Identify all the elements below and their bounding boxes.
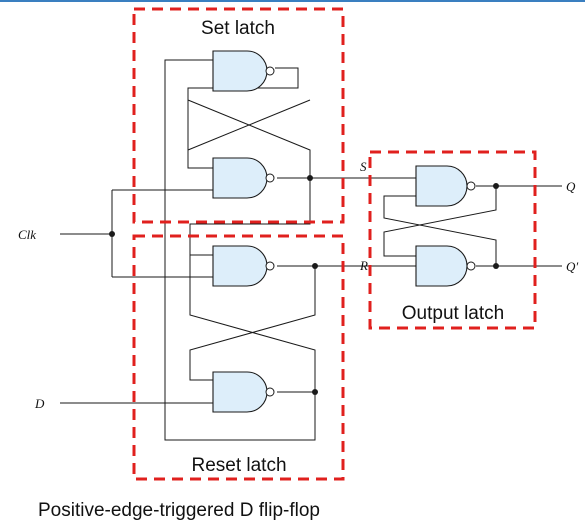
reset-latch-label: Reset latch — [191, 455, 286, 476]
nand-gate-output-top — [415, 165, 476, 207]
q-bar-label: Q′ — [566, 259, 578, 274]
set-latch-label: Set latch — [201, 18, 275, 39]
output-latch-label: Output latch — [402, 303, 504, 324]
r-label: R — [359, 258, 368, 273]
nand-gate-reset-bottom — [212, 371, 275, 413]
nand-gate-set-top — [212, 50, 275, 92]
clk-label: Clk — [18, 227, 36, 242]
output-latch-box — [368, 150, 537, 330]
junction-dots — [109, 175, 499, 395]
diagram-caption: Positive-edge-triggered D flip-flop — [38, 500, 320, 521]
reset-latch-box — [132, 234, 345, 481]
top-rule — [0, 0, 585, 2]
set-latch-box — [132, 7, 345, 224]
wires — [60, 59, 562, 441]
nand-gate-set-bottom — [212, 157, 275, 199]
nand-gate-output-bottom — [415, 245, 476, 287]
q-label: Q — [566, 179, 576, 194]
s-label: S — [360, 159, 367, 174]
nand-gate-reset-top — [212, 245, 275, 287]
d-label: D — [34, 396, 45, 411]
